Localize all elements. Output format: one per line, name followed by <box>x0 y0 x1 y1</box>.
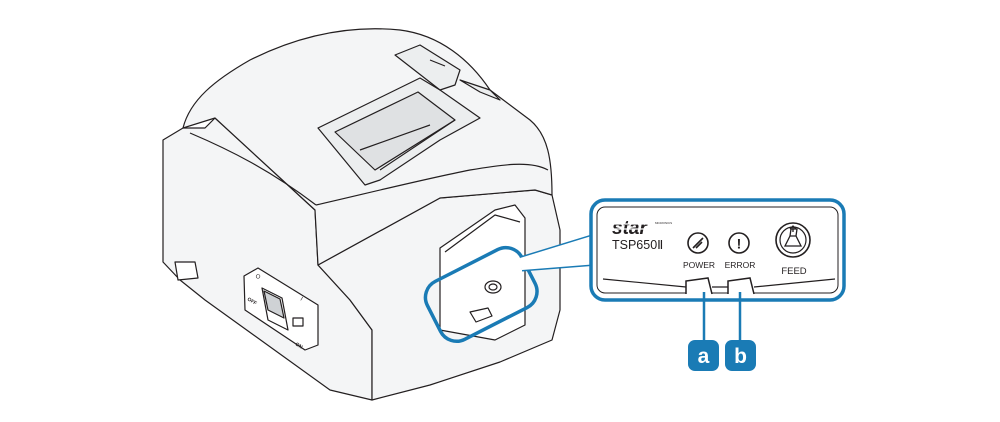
callout-badge-b: b <box>725 340 756 371</box>
feed-paper-icon <box>783 225 803 247</box>
brand-logo-suffix: MICRONICS <box>655 221 672 225</box>
panel-lower-edge <box>602 278 836 288</box>
printer-illustration <box>162 28 561 401</box>
error-icon: ! <box>728 232 750 254</box>
feed-label: FEED <box>781 266 806 277</box>
switch-on-label: ON <box>294 342 304 351</box>
callout-badge-a: a <box>688 340 719 371</box>
front-recess <box>439 204 526 341</box>
printer-foot-notch <box>174 261 199 281</box>
callout-letter-b: b <box>734 345 747 368</box>
cover-release-lever <box>394 44 461 91</box>
recess-lamp <box>469 307 493 323</box>
power-switch-tab <box>292 317 304 327</box>
error-lamp <box>727 277 755 295</box>
power-label: POWER <box>683 260 715 270</box>
printer-lid-lip <box>189 132 549 206</box>
switch-off-symbol: O <box>254 274 261 282</box>
feed-button[interactable] <box>775 222 811 258</box>
control-panel-face <box>596 206 839 294</box>
model-name: TSP650Ⅱ <box>612 238 663 252</box>
power-icon <box>687 232 709 254</box>
switch-on-symbol: I <box>299 297 304 303</box>
error-label: ERROR <box>725 260 756 270</box>
switch-off-label: OFF <box>246 297 258 307</box>
power-switch-labels: O I OFF ON <box>246 274 304 351</box>
power-lamp <box>685 277 713 295</box>
recess-feed-button <box>484 280 502 294</box>
error-icon-glyph: ! <box>737 236 742 252</box>
control-panel-enlarged: star MICRONICS TSP650Ⅱ POWER ! ERROR <box>589 198 846 302</box>
callout-letter-a: a <box>698 345 710 368</box>
